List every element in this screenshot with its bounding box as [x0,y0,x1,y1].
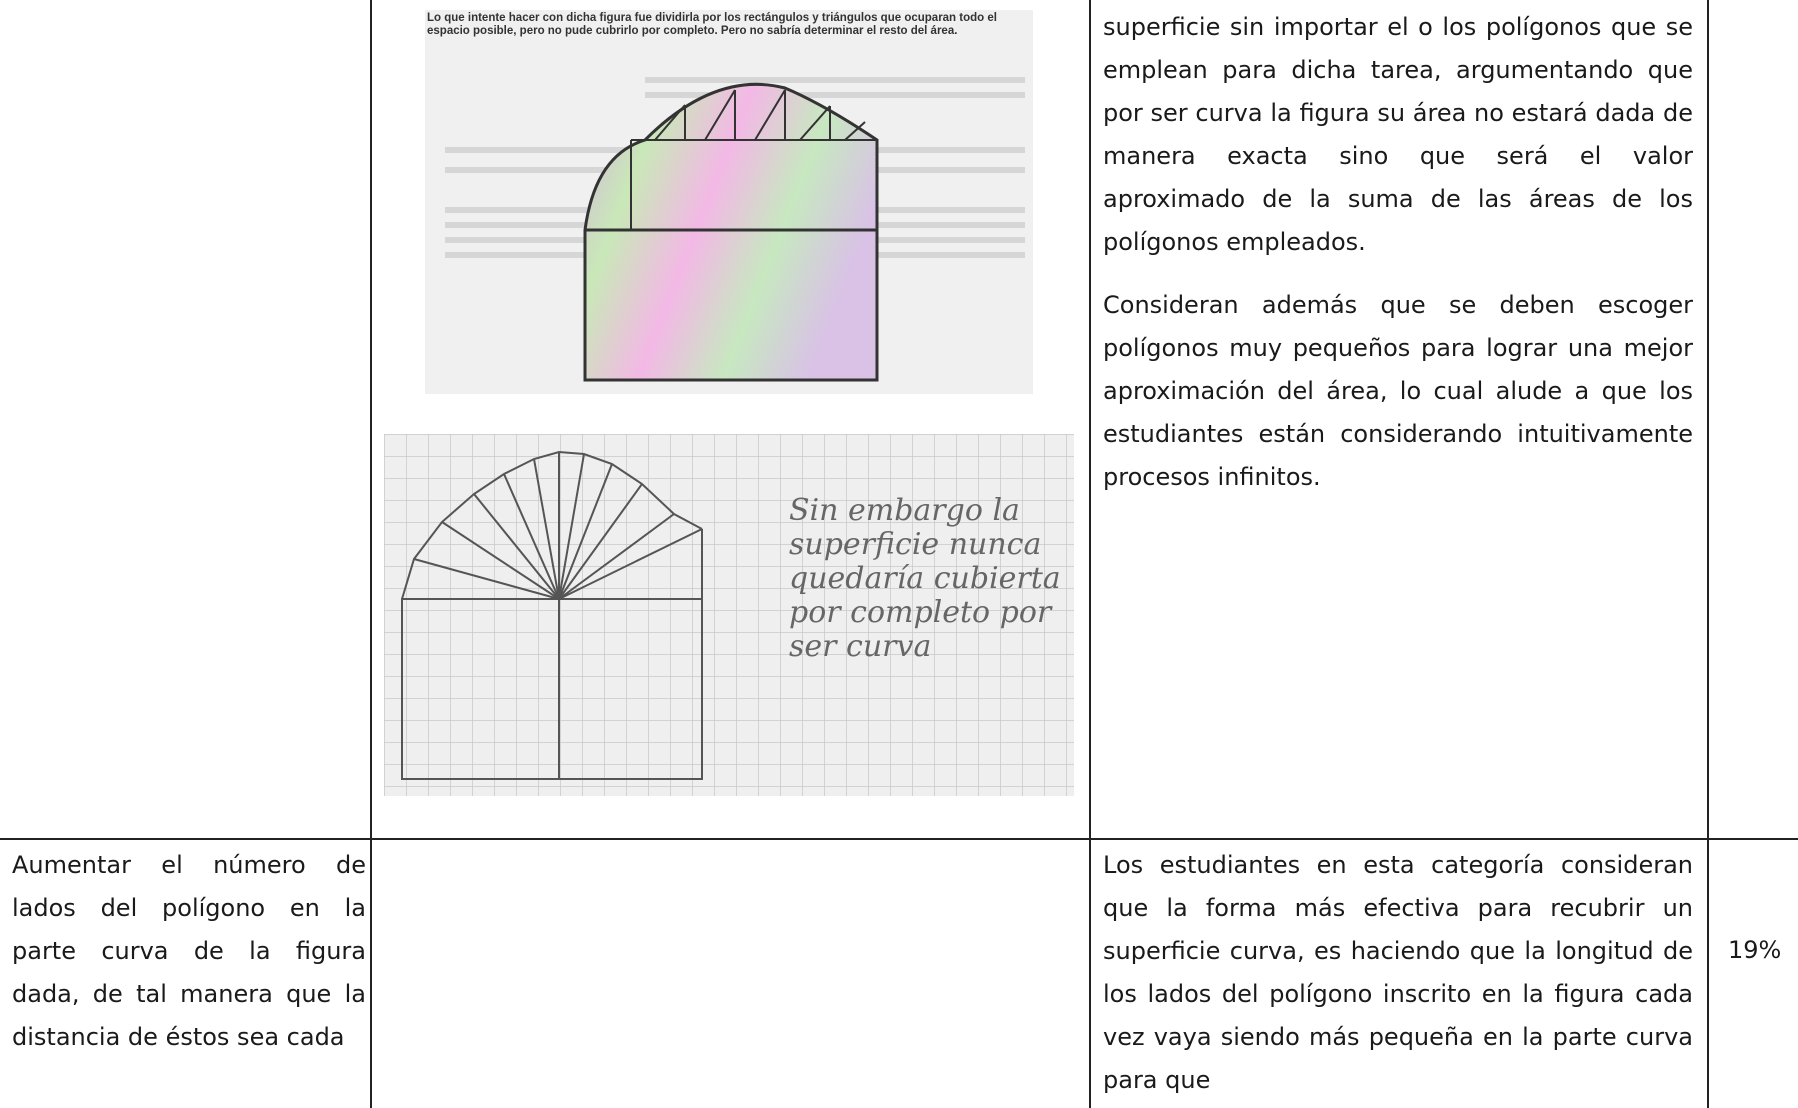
scanned-figure-grid: Sin embargo la superficie nunca quedaría… [384,434,1074,796]
handwritten-line: superficie nunca [789,527,1042,562]
row2-percentage: 19% [1728,936,1782,964]
row1-description: superficie sin importar el o los polígon… [1103,6,1693,519]
row-divider [0,838,1798,840]
figure-arc-rectangle [445,77,1025,382]
row2-category: Aumentar el número de lados del polígono… [12,851,366,1051]
handwritten-line: Sin embargo la [789,493,1020,528]
row1-paragraph: Consideran además que se deben escoger p… [1103,291,1693,491]
handwritten-line: por completo por [789,595,1052,630]
grid-figure [384,434,1074,796]
scanned-caption: Lo que intente hacer con dicha figura fu… [427,12,997,37]
handwritten-note: Sin embargo la superficie nunca quedaría… [789,494,1069,664]
handwritten-line: quedaría cubierta [789,561,1061,596]
table-border-left [370,0,372,1108]
handwritten-line: ser curva [789,629,932,664]
table-border-mid [1089,0,1091,1108]
table-border-right [1707,0,1709,1108]
row2-description: Los estudiantes en esta categoría consid… [1103,851,1693,1094]
scanned-figure-colored [425,10,1033,394]
row1-paragraph: superficie sin importar el o los polígon… [1103,13,1693,256]
